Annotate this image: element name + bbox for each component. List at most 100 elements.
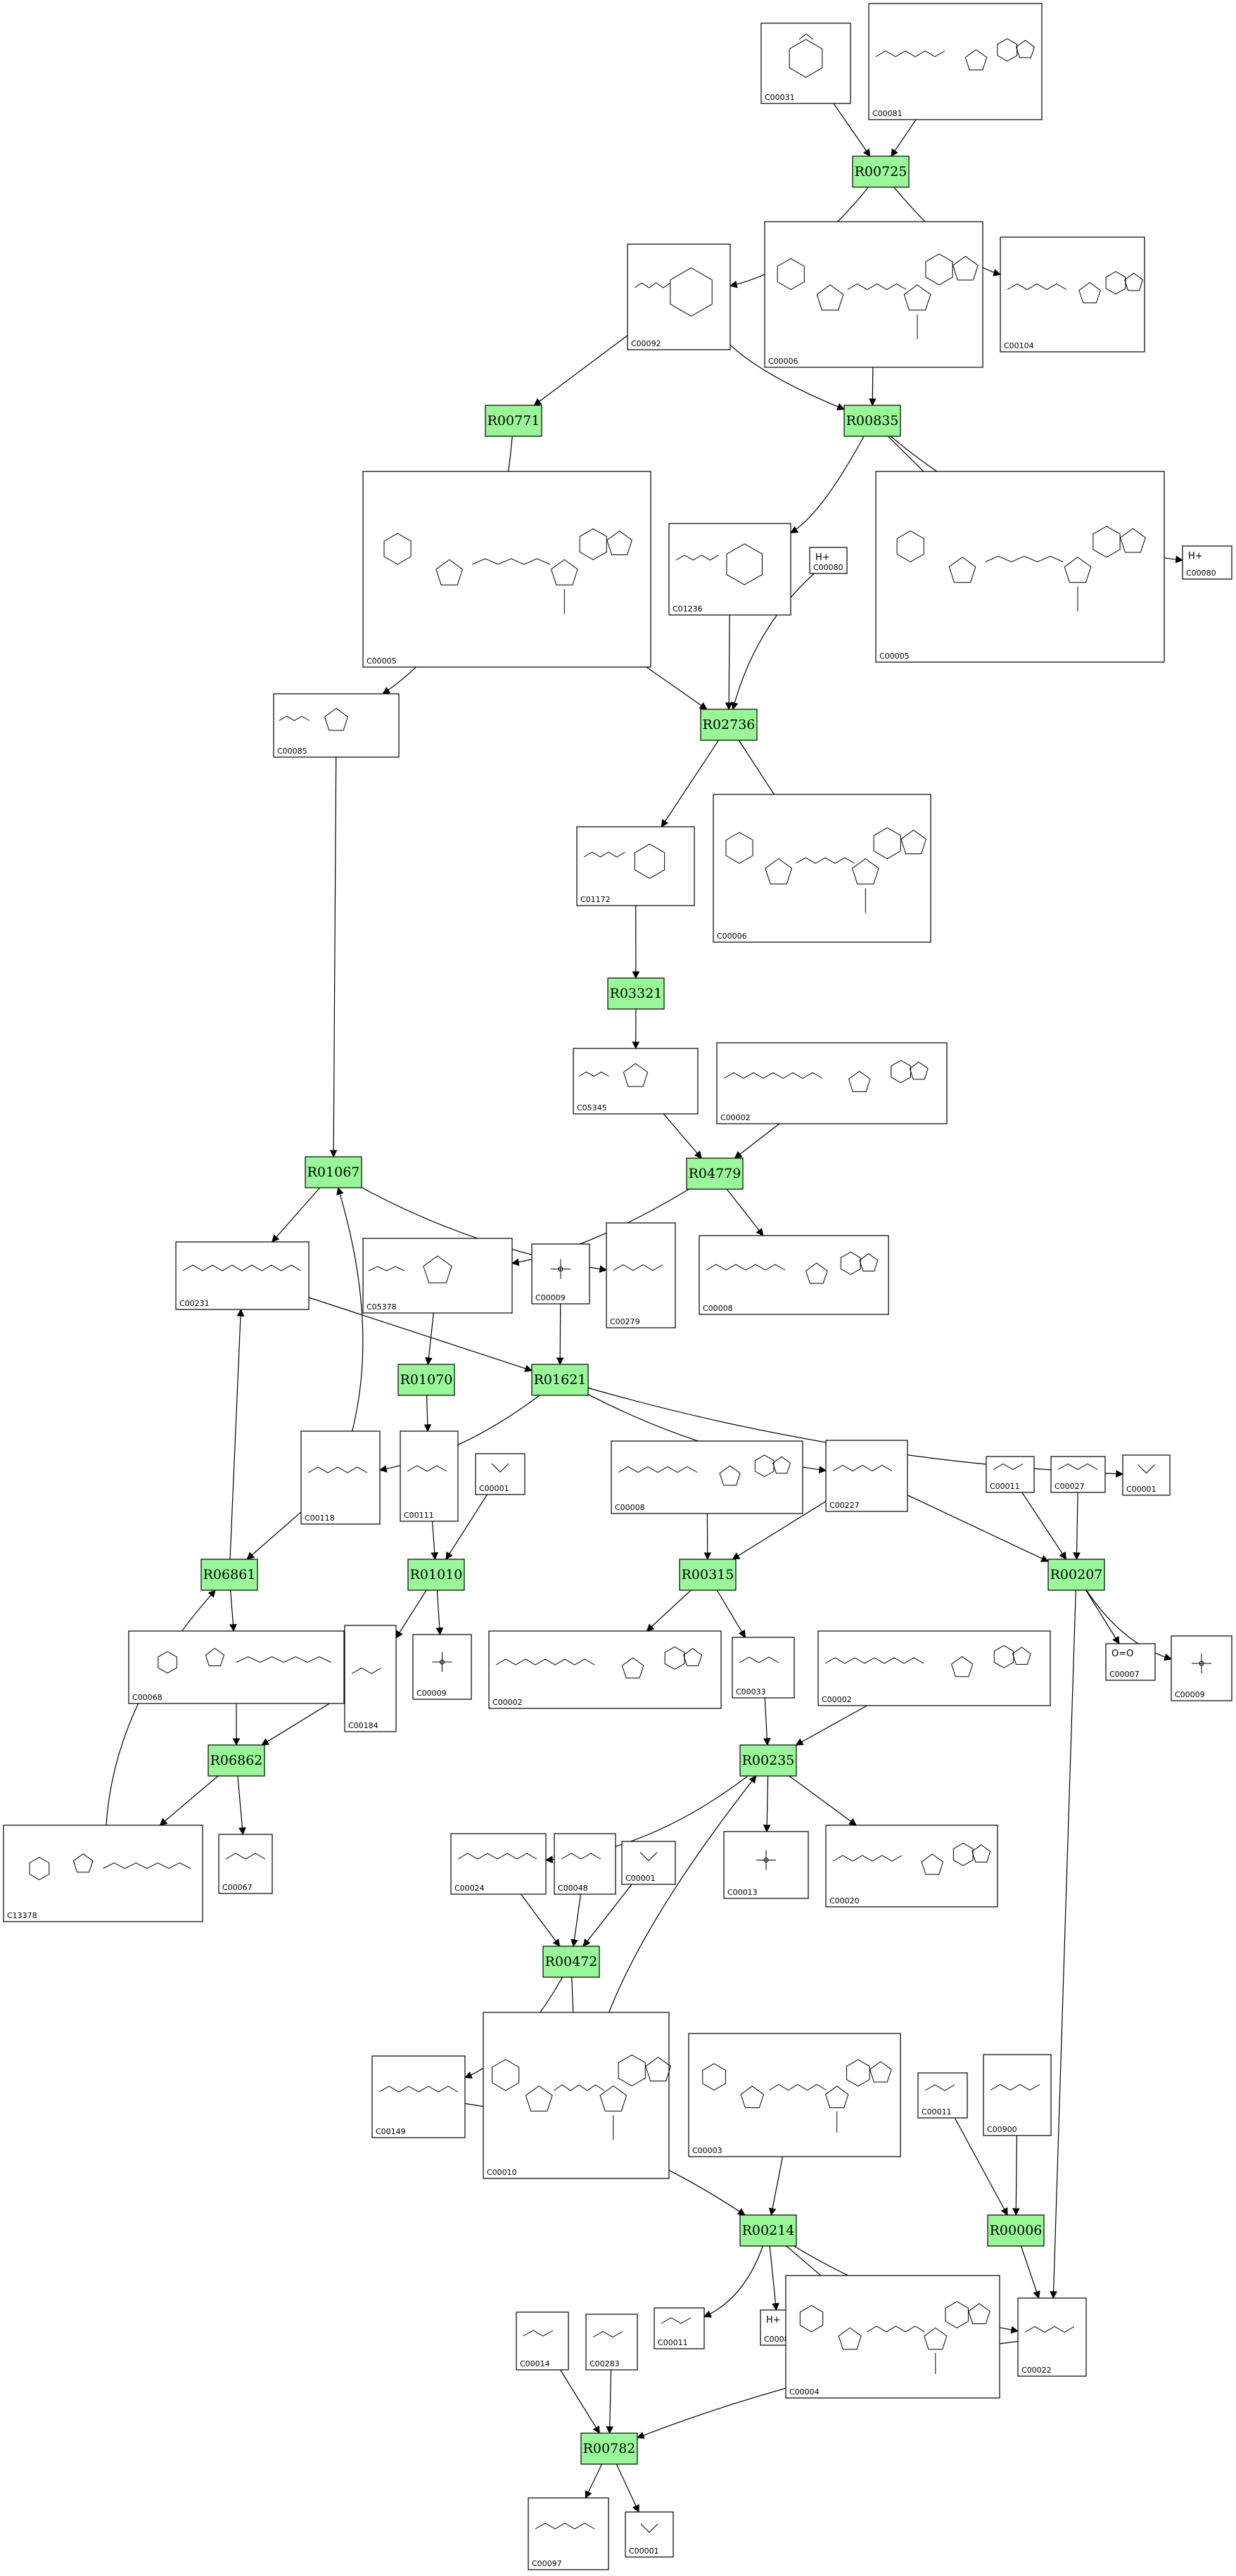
edge-R00006-to-c00022 xyxy=(1020,2245,1040,2299)
compound-c00104: C00104 xyxy=(1000,236,1145,353)
compound-id: C00003 xyxy=(692,2146,722,2155)
edge-c00900-to-R00006 xyxy=(1012,2135,1020,2216)
structure-glyph xyxy=(1057,1463,1098,1471)
reaction-r00472[interactable]: R00472 xyxy=(542,1946,600,1978)
reaction-box[interactable] xyxy=(485,405,542,437)
compound-id: C00227 xyxy=(829,1501,860,1510)
reaction-r02736[interactable]: R02736 xyxy=(700,709,758,741)
reaction-r01010[interactable]: R01010 xyxy=(407,1559,465,1591)
reaction-box[interactable] xyxy=(397,1364,455,1396)
reaction-box[interactable] xyxy=(305,1156,362,1188)
edge-R00214-to-c00080_c xyxy=(769,2245,779,2311)
reaction-r00207[interactable]: R00207 xyxy=(1047,1559,1105,1591)
compound-c01172: C01172 xyxy=(576,826,695,906)
reaction-label: R02736 xyxy=(703,717,756,732)
reaction-r00315[interactable]: R00315 xyxy=(679,1559,737,1591)
edge-c00001_a-to-R01010 xyxy=(445,1494,488,1560)
edge-c05345-to-R04779 xyxy=(663,1113,702,1159)
compound-id: C00007 xyxy=(1109,1670,1140,1679)
reaction-box[interactable] xyxy=(739,1744,797,1777)
reaction-box[interactable] xyxy=(852,156,910,188)
compound-box xyxy=(450,1833,547,1895)
reaction-box[interactable] xyxy=(739,2214,797,2247)
edge-R00835-to-c01236 xyxy=(790,436,865,533)
structure-glyph xyxy=(407,1465,447,1472)
compound-box xyxy=(986,1456,1035,1493)
reaction-r00006[interactable]: R00006 xyxy=(987,2214,1045,2247)
edge-c00024-to-R00472 xyxy=(521,1893,561,1947)
reaction-box[interactable] xyxy=(531,1364,589,1396)
compound-c00001: C00001 xyxy=(621,1841,676,1885)
compound-id: C00005 xyxy=(879,652,910,661)
edge-c00002_a-to-R04779 xyxy=(734,1123,780,1159)
edge-c01236-to-R02736 xyxy=(725,614,733,711)
structure-glyph xyxy=(832,1842,991,1875)
compound-box xyxy=(809,547,848,574)
edge-R01070-to-c00111 xyxy=(423,1395,432,1433)
reaction-r06862[interactable]: R06862 xyxy=(208,1744,265,1777)
compound-id: C00283 xyxy=(590,2359,620,2368)
structure-glyph xyxy=(739,1656,779,1663)
compound-c00008: C00008 xyxy=(611,1440,803,1514)
reaction-box[interactable] xyxy=(1047,1559,1105,1591)
compound-box xyxy=(654,2307,705,2349)
compound-id: C13378 xyxy=(7,1911,37,1920)
compound-box xyxy=(3,1825,203,1922)
reaction-label: R04779 xyxy=(689,1166,741,1181)
compound-c00011: C00011 xyxy=(917,2072,968,2119)
reaction-box[interactable] xyxy=(208,1744,265,1777)
reaction-r00782[interactable]: R00782 xyxy=(580,2432,638,2465)
compound-c00009: C00009 xyxy=(531,1243,590,1305)
reaction-r04779[interactable]: R04779 xyxy=(686,1157,744,1190)
compound-id: C00097 xyxy=(532,2559,562,2568)
compound-id: C00002 xyxy=(720,1113,751,1122)
reaction-r03321[interactable]: R03321 xyxy=(607,977,665,1010)
edge-c00118-to-R01067 xyxy=(336,1186,364,1432)
compound-c00227: C00227 xyxy=(825,1440,908,1512)
reaction-r00235[interactable]: R00235 xyxy=(739,1744,797,1777)
compound-formula: O=O xyxy=(1111,1649,1133,1659)
compound-c00031: C00031 xyxy=(760,23,851,104)
compound-id: C00011 xyxy=(658,2338,688,2347)
edge-c00081_top-to-R00725 xyxy=(891,119,917,157)
compound-box xyxy=(400,1430,459,1522)
reaction-r00771[interactable]: R00771 xyxy=(485,405,542,437)
compound-box xyxy=(825,1825,998,1908)
reaction-r01067[interactable]: R01067 xyxy=(305,1156,362,1188)
edge-R00782-to-c00001_d xyxy=(616,2463,639,2513)
edge-c00009_a-to-R01621 xyxy=(556,1303,564,1366)
reaction-r01070[interactable]: R01070 xyxy=(397,1364,455,1396)
compound-id: C00022 xyxy=(1021,2366,1052,2375)
compound-id: C00231 xyxy=(179,1299,210,1308)
structure-glyph xyxy=(592,2330,623,2338)
edge-R00214-to-c00004 xyxy=(786,2245,829,2283)
reaction-box[interactable] xyxy=(843,405,901,437)
reaction-r06861[interactable]: R06861 xyxy=(200,1559,258,1591)
reaction-r00214[interactable]: R00214 xyxy=(739,2214,797,2247)
structure-glyph xyxy=(383,528,632,614)
reaction-r00725[interactable]: R00725 xyxy=(852,156,910,188)
structure-glyph xyxy=(777,253,979,339)
reaction-box[interactable] xyxy=(987,2214,1045,2247)
reaction-box[interactable] xyxy=(200,1559,258,1591)
reaction-box[interactable] xyxy=(407,1559,465,1591)
structure-glyph xyxy=(225,1853,266,1860)
reaction-box[interactable] xyxy=(686,1157,744,1190)
reaction-r01621[interactable]: R01621 xyxy=(531,1364,589,1396)
compound-id: C00002 xyxy=(492,1698,523,1707)
reaction-box[interactable] xyxy=(607,977,665,1010)
reaction-box[interactable] xyxy=(580,2432,638,2465)
compound-c00048: C00048 xyxy=(554,1833,616,1895)
reaction-box[interactable] xyxy=(700,709,758,741)
compound-box xyxy=(371,2055,466,2138)
compound-id: C00111 xyxy=(404,1511,434,1520)
structure-glyph xyxy=(457,1853,537,1860)
structure-glyph xyxy=(279,708,348,731)
compound-id: C00900 xyxy=(987,2125,1017,2134)
compound-c00092: C00092 xyxy=(627,243,731,350)
reaction-box[interactable] xyxy=(679,1559,737,1591)
reaction-box[interactable] xyxy=(542,1946,600,1978)
compound-box xyxy=(917,2072,968,2119)
reaction-r00835[interactable]: R00835 xyxy=(843,405,901,437)
structure-glyph xyxy=(639,1852,658,1862)
